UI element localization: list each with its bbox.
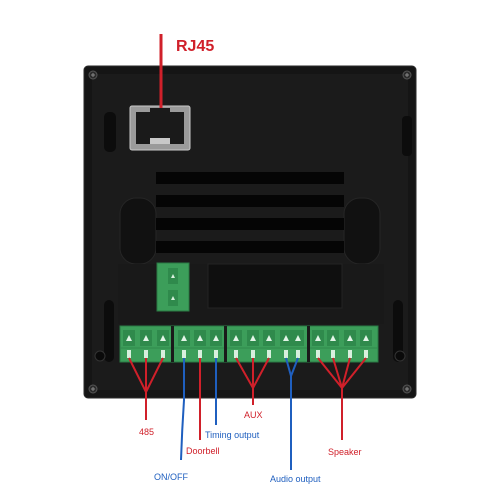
terminal-pin (251, 350, 255, 358)
mounting-slot (402, 116, 412, 156)
label-on-off: ON/OFF (154, 472, 188, 482)
terminal-arrow-icon (266, 335, 272, 341)
mounting-slot (393, 300, 403, 362)
terminal-pin (214, 350, 218, 358)
label-doorbell: Doorbell (186, 446, 220, 456)
terminal-arrow-icon (347, 335, 353, 341)
mounting-slot (104, 300, 114, 362)
mounting-hole (94, 350, 106, 362)
label-timing-output: Timing output (205, 430, 260, 440)
terminal-pin (198, 350, 202, 358)
panel-boss (119, 197, 157, 265)
vent-grille (156, 172, 344, 253)
terminal-pin (234, 350, 238, 358)
power-terminal-block (156, 262, 190, 312)
terminal-arrow-icon (197, 335, 203, 341)
terminal-pin (144, 350, 148, 358)
terminal-arrow-icon (213, 335, 219, 341)
terminal-arrow-icon (363, 335, 369, 341)
terminal-pin (316, 350, 320, 358)
terminal-arrow-icon (315, 335, 321, 341)
panel-boss (343, 197, 381, 265)
wire-485 (128, 357, 164, 420)
wire-on-off (180, 358, 185, 461)
terminal-arrow-icon (233, 335, 239, 341)
terminal-arrow-icon (283, 335, 289, 341)
terminal-arrow-icon (181, 335, 187, 341)
terminal-pin (348, 350, 352, 358)
rj45-jack (129, 105, 191, 151)
terminal-pin (364, 350, 368, 358)
screw-icon (88, 384, 98, 394)
terminal-pin (267, 350, 271, 358)
label-485: 485 (139, 427, 154, 437)
connector-separators (171, 326, 310, 362)
terminal-arrow-icon (330, 335, 336, 341)
terminal-pin (127, 350, 131, 358)
terminal-pin (182, 350, 186, 358)
terminal-pin (331, 350, 335, 358)
mounting-hole (394, 350, 406, 362)
label-audio-output: Audio output (270, 474, 321, 484)
terminal-pin (161, 350, 165, 358)
rj45-label: RJ45 (176, 38, 214, 55)
wire-aux (235, 357, 270, 405)
wire-audio-output (285, 357, 299, 470)
label-speaker: Speaker (328, 447, 362, 457)
screw-icon (402, 384, 412, 394)
terminal-arrow-icon (143, 335, 149, 341)
mounting-slot (104, 112, 116, 152)
wire-speaker (317, 357, 367, 440)
terminal-arrow-icon (126, 335, 132, 341)
terminal-pin (284, 350, 288, 358)
terminal-pins (123, 330, 372, 358)
terminal-arrow-icon (295, 335, 301, 341)
terminal-arrow-icon (160, 335, 166, 341)
screw-icon (88, 70, 98, 80)
terminal-pin (296, 350, 300, 358)
recessed-window (207, 263, 343, 309)
terminal-arrow-icon (250, 335, 256, 341)
screw-icon (402, 70, 412, 80)
label-aux: AUX (244, 410, 263, 420)
